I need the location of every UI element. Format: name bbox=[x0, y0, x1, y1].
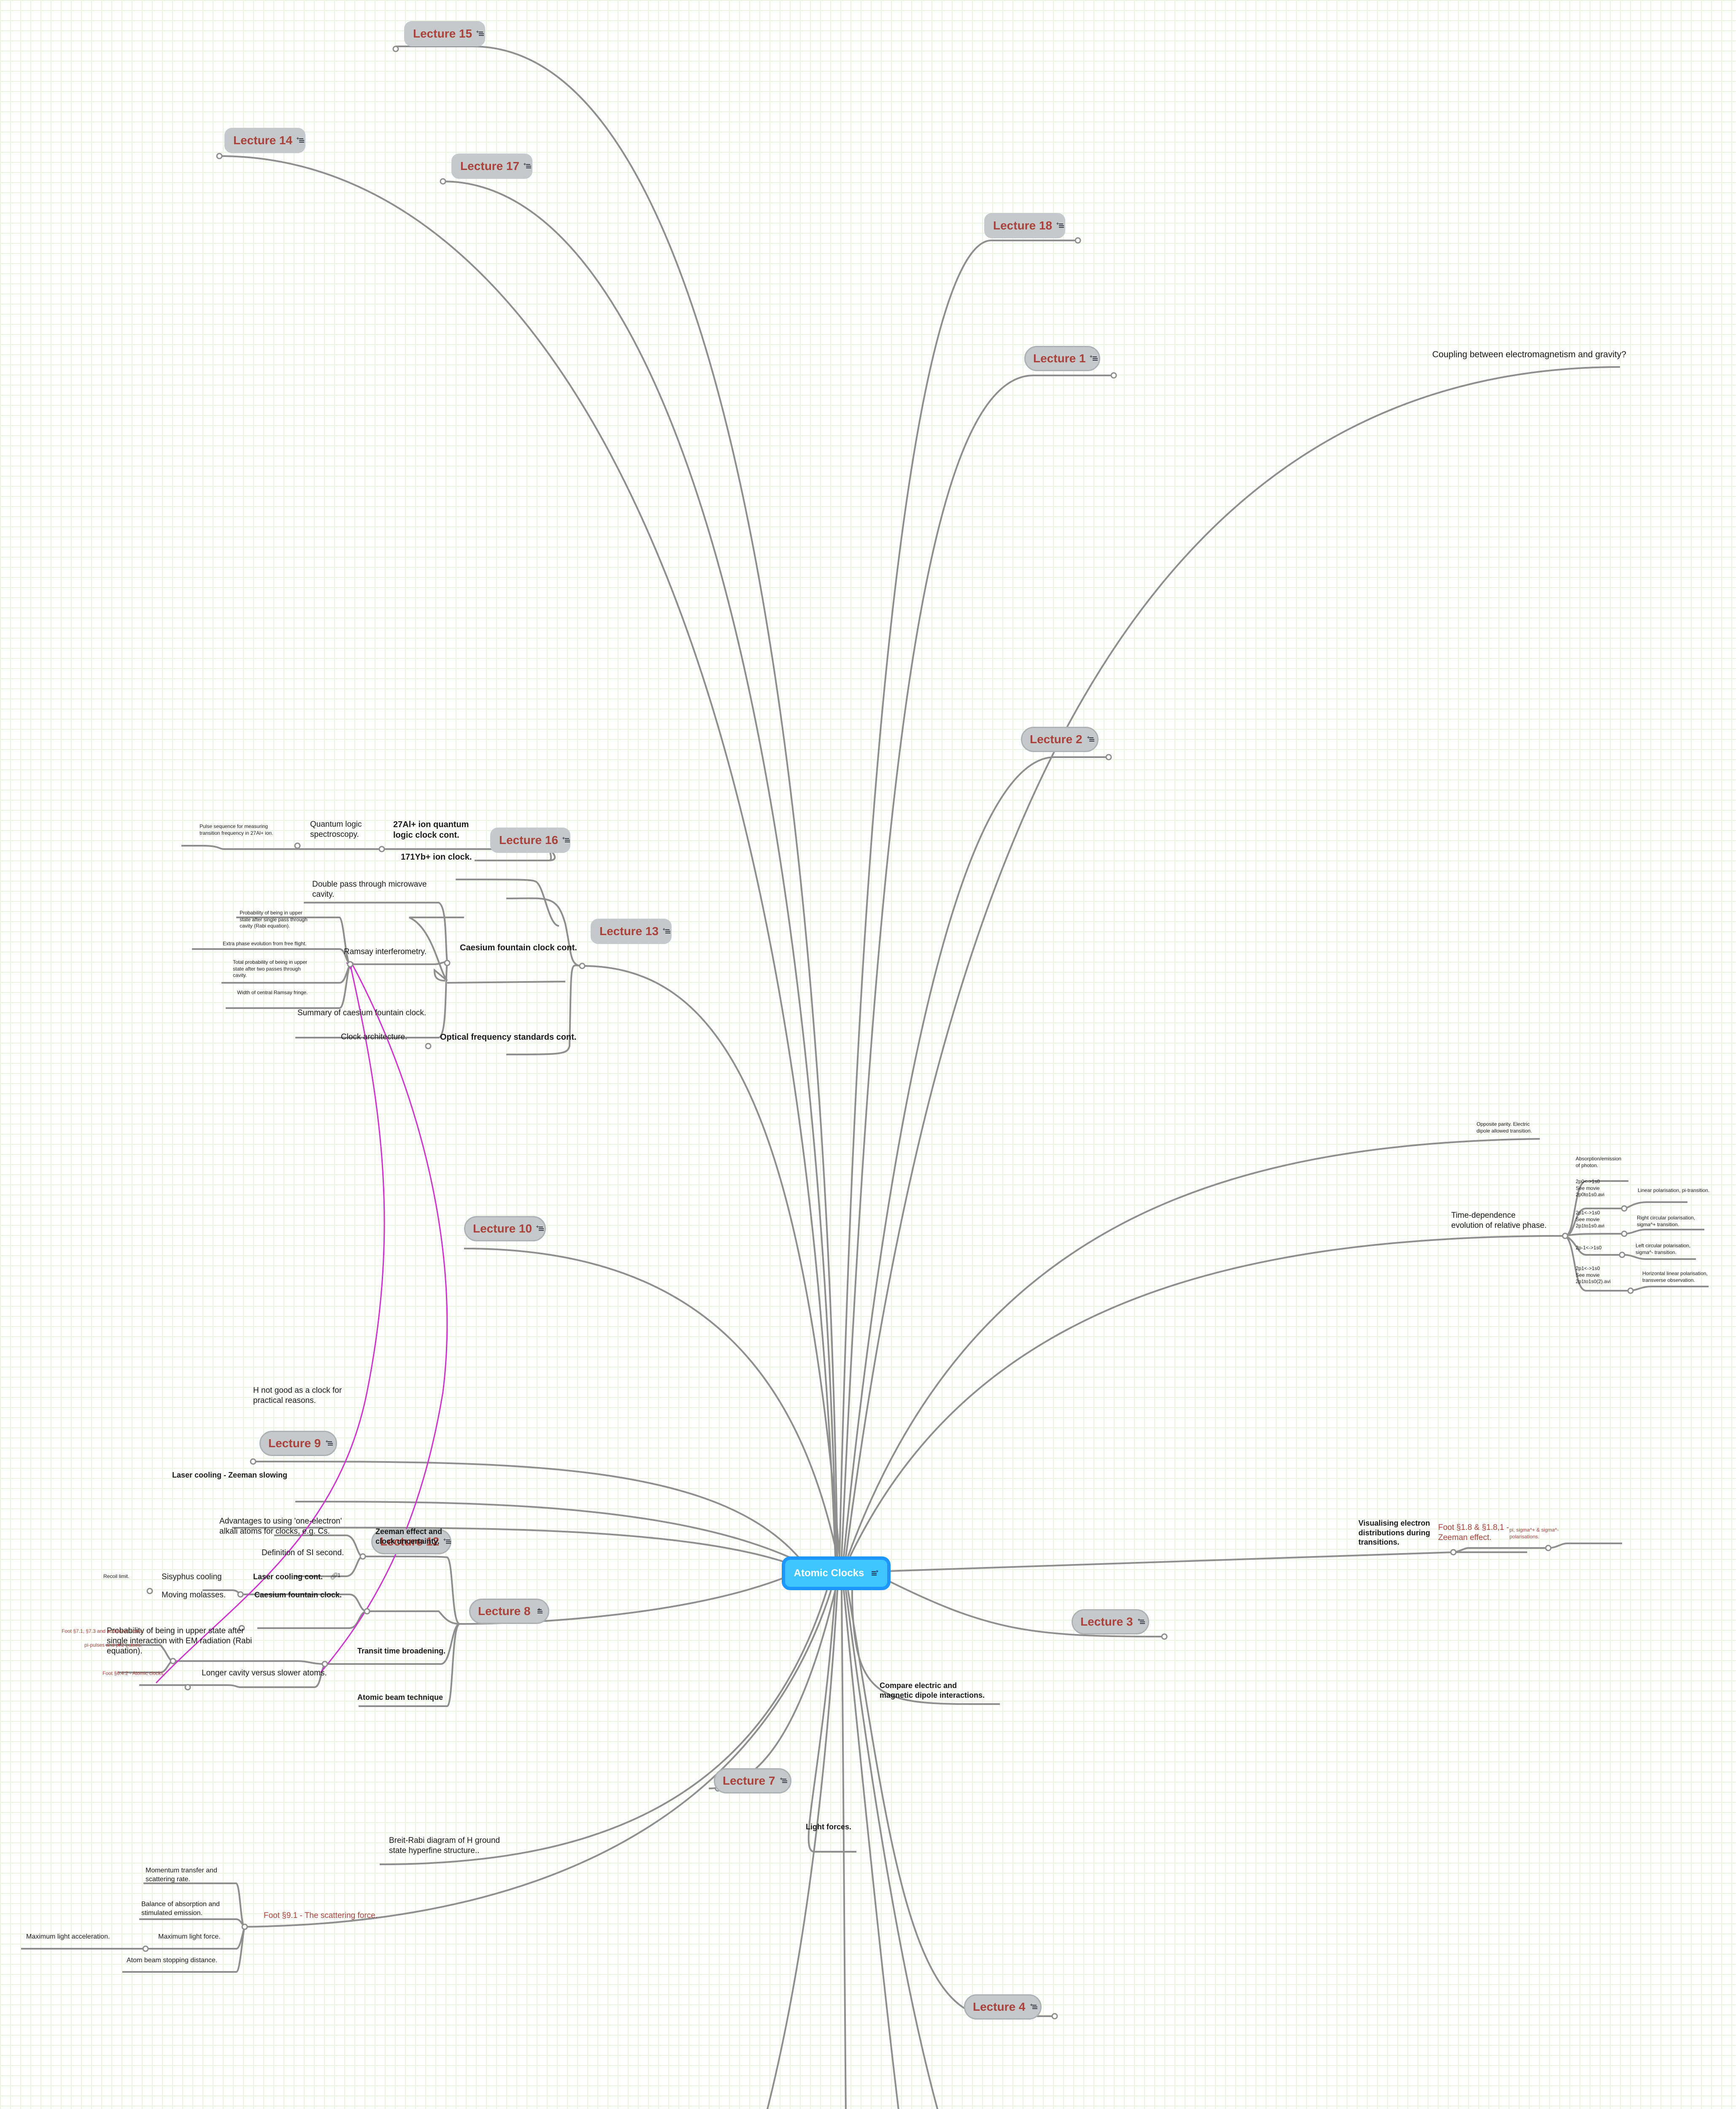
topic-lecture-13[interactable]: Lecture 13+ bbox=[591, 919, 672, 944]
topic-label: Lecture 3 bbox=[1080, 1615, 1133, 1628]
topic-label: Lecture 1 bbox=[1033, 352, 1086, 365]
topic-label: Lecture 14 bbox=[233, 134, 293, 147]
topic-compare-dipole[interactable]: Compare electric and magnetic dipole int… bbox=[880, 1681, 985, 1699]
central-topic-label: Atomic Clocks bbox=[794, 1567, 864, 1579]
topic-foot-zeeman[interactable]: Foot §1.8 & §1.8,1 - Zeeman effect. bbox=[1438, 1523, 1509, 1542]
topic-label: Lecture 16 bbox=[499, 833, 559, 847]
topic-lecture-2[interactable]: Lecture 2 + bbox=[1021, 727, 1099, 752]
topic-light-forces[interactable]: Light forces. bbox=[806, 1823, 852, 1831]
note-icon[interactable]: + bbox=[780, 1777, 787, 1784]
topic-zeeman-slowing[interactable]: Laser cooling - Zeeman slowing bbox=[172, 1471, 288, 1479]
topic-stopping-distance[interactable]: Atom beam stopping distance. bbox=[127, 1957, 218, 1964]
topic-transition-2p1[interactable]: 2p1<->1s0 See movie 2p1to1s0.avi bbox=[1576, 1210, 1605, 1229]
note-add-icon[interactable]: + bbox=[872, 1569, 878, 1576]
topic-transition-2p-1[interactable]: 2p-1<->1s0 bbox=[1576, 1245, 1602, 1251]
topic-transition-2p1-2[interactable]: 2p1<->1s0 See movie 2p1to1s0(2).avi bbox=[1576, 1265, 1611, 1285]
topic-lecture-18[interactable]: Lecture 18+ bbox=[984, 213, 1065, 238]
topic-label: Lecture 13 bbox=[599, 925, 659, 938]
topic-left-circular[interactable]: Left circular polarisation, sigma^- tran… bbox=[1636, 1243, 1691, 1255]
topic-label: Lecture 9 bbox=[268, 1437, 321, 1450]
topic-lecture-7[interactable]: Lecture 7 + bbox=[714, 1768, 791, 1793]
topic-transition-2p0[interactable]: 2p0<->1s0 See movie 2p0to1s0.avi bbox=[1576, 1179, 1605, 1198]
topic-label: Lecture 18 bbox=[993, 219, 1053, 232]
topic-lecture-1[interactable]: Lecture 1+ bbox=[1024, 346, 1100, 371]
topic-transit-time[interactable]: Transit time broadening. bbox=[357, 1647, 446, 1655]
topic-atomic-beam[interactable]: Atomic beam technique bbox=[357, 1693, 443, 1702]
topic-label: Lecture 2 bbox=[1030, 733, 1083, 746]
topic-si-second[interactable]: Definition of SI second. bbox=[262, 1548, 344, 1557]
topic-ramsey-child-2[interactable]: Extra phase evolution from free flight. bbox=[223, 941, 307, 947]
note-icon[interactable]: + bbox=[1030, 2003, 1037, 2010]
topic-lecture-4[interactable]: Lecture 4 + bbox=[964, 1994, 1042, 2020]
topic-sisyphus[interactable]: Sisyphus cooling bbox=[162, 1572, 222, 1581]
topic-linear-polarisation[interactable]: Linear polarisation, pi-transition. bbox=[1638, 1187, 1710, 1193]
topic-label: Lecture 8 bbox=[478, 1605, 531, 1618]
topic-label: Lecture 17 bbox=[460, 159, 520, 173]
topic-caesium-summary[interactable]: Summary of caesium fountain clock. bbox=[297, 1009, 427, 1017]
topic-lecture-16[interactable]: Lecture 16+ bbox=[490, 828, 570, 853]
topic-lecture-14[interactable]: Lecture 14+ bbox=[224, 128, 305, 153]
topic-advantages-alkali[interactable]: Advantages to using 'one-electron' alkal… bbox=[219, 1517, 342, 1536]
topic-label: Lecture 7 bbox=[723, 1774, 775, 1787]
topic-label: Lecture 4 bbox=[973, 2000, 1026, 2013]
topic-lecture-9[interactable]: Lecture 9 + bbox=[259, 1431, 337, 1456]
topic-laser-cooling-cont[interactable]: Laser cooling cont. bbox=[253, 1572, 323, 1581]
topic-visualising-electron[interactable]: Visualising electron distributions durin… bbox=[1358, 1519, 1430, 1546]
topic-foot-7-1[interactable]: Foot §7.1, §7.3 and additional notes. bbox=[62, 1628, 144, 1634]
note-icon[interactable]: + bbox=[1087, 735, 1094, 742]
topic-h-not-good[interactable]: H not good as a clock for practical reas… bbox=[253, 1386, 342, 1405]
topic-optical-frequency[interactable]: Optical frequency standards cont. bbox=[440, 1033, 577, 1042]
topic-quantum-logic[interactable]: Quantum logic spectroscopy. bbox=[310, 820, 362, 839]
topic-clock-architecture[interactable]: Clock architecture. bbox=[341, 1033, 408, 1041]
topic-momentum-transfer[interactable]: Momentum transfer and scattering rate. bbox=[146, 1867, 217, 1883]
topic-lecture-12[interactable]: Lecture 12+ bbox=[371, 1529, 451, 1554]
topic-time-dependence[interactable]: Time-dependence evolution of relative ph… bbox=[1451, 1211, 1547, 1230]
link-count: 1 bbox=[337, 1572, 341, 1578]
topic-opposite-parity[interactable]: Opposite parity. Electric dipole allowed… bbox=[1477, 1121, 1532, 1134]
topic-caesium-fountain-cont[interactable]: Caesium fountain clock cont. bbox=[460, 943, 577, 952]
topic-balance-absorption[interactable]: Balance of absorption and stimulated emi… bbox=[141, 1901, 220, 1917]
topic-pi-pulses[interactable]: pi-pulses and pi/2-pulses. bbox=[84, 1642, 142, 1648]
note-icon[interactable]: + bbox=[1138, 1618, 1145, 1625]
topic-right-circular[interactable]: Right circular polarisation, sigma^+ tra… bbox=[1637, 1215, 1696, 1227]
topic-breit-rabi[interactable]: Breit-Rabi diagram of H ground state hyp… bbox=[389, 1836, 500, 1855]
topic-yb-ion-clock[interactable]: 171Yb+ ion clock. bbox=[401, 852, 472, 862]
topic-label: Lecture 15 bbox=[413, 27, 472, 40]
topic-label: Lecture 10 bbox=[473, 1222, 532, 1235]
topic-rabi-single[interactable]: Probability of being in upper state afte… bbox=[107, 1626, 252, 1656]
topic-foot-6-4-2[interactable]: Foot §6.4.2 - Atomic clocks. bbox=[103, 1670, 165, 1676]
note-icon[interactable]: + bbox=[326, 1439, 333, 1446]
topic-lecture-3[interactable]: Lecture 3 + bbox=[1072, 1609, 1149, 1634]
topic-horizontal-linear[interactable]: Horizontal linear polarisation, transver… bbox=[1642, 1270, 1708, 1283]
topic-lecture-8[interactable]: Lecture 8 + bbox=[469, 1599, 549, 1624]
topic-lecture-15[interactable]: Lecture 15+ bbox=[404, 21, 485, 46]
topic-max-light-force[interactable]: Maximum light force. bbox=[158, 1933, 221, 1940]
topic-longer-cavity[interactable]: Longer cavity versus slower atoms. bbox=[202, 1669, 327, 1677]
topic-caesium-fountain[interactable]: Caesium fountain clock. bbox=[254, 1591, 342, 1599]
topic-recoil-limit[interactable]: Recoil limit. bbox=[103, 1573, 130, 1579]
topic-double-pass[interactable]: Double pass through microwave cavity. bbox=[312, 880, 427, 899]
topic-max-light-accel[interactable]: Maximum light acceleration. bbox=[26, 1933, 110, 1940]
topic-polarisations[interactable]: pi, sigma^+ & sigma^- polarisations. bbox=[1509, 1527, 1559, 1540]
topic-moving-molasses[interactable]: Moving molasses. bbox=[162, 1591, 226, 1599]
link-icon[interactable]: 🔗︎ bbox=[330, 1573, 339, 1580]
note-icon[interactable]: + bbox=[537, 1607, 543, 1614]
topic-label: Lecture 12 bbox=[380, 1535, 440, 1548]
topic-coupling-em-gravity[interactable]: Coupling between electromagnetism and gr… bbox=[1432, 350, 1626, 359]
topic-pulse-sequence[interactable]: Pulse sequence for measuring transition … bbox=[200, 823, 273, 836]
topic-ramsey-interferometry[interactable]: Ramsay interferometry. bbox=[344, 947, 427, 956]
topic-zeeman-clock-uncertainty[interactable]: Zeeman effect and clock uncertainty. bbox=[375, 1527, 443, 1545]
central-topic-atomic-clocks[interactable]: Atomic Clocks + bbox=[782, 1556, 891, 1590]
topic-al-ion-clock[interactable]: 27Al+ ion quantum logic clock cont. bbox=[393, 820, 469, 840]
topic-absorption-emission[interactable]: Absorption/emission of photon. bbox=[1576, 1156, 1622, 1168]
topic-ramsey-child-4[interactable]: Width of central Ramsay fringe. bbox=[237, 990, 308, 995]
topic-lecture-17[interactable]: Lecture 17+ bbox=[451, 154, 532, 179]
topic-lecture-10[interactable]: Lecture 10+ bbox=[464, 1216, 546, 1241]
topic-ramsey-child-1[interactable]: Probability of being in upper state afte… bbox=[240, 910, 308, 929]
topic-foot-scattering[interactable]: Foot §9.1 - The scattering force. bbox=[264, 1911, 378, 1920]
topic-ramsey-child-3[interactable]: Total probability of being in upper stat… bbox=[233, 959, 308, 979]
